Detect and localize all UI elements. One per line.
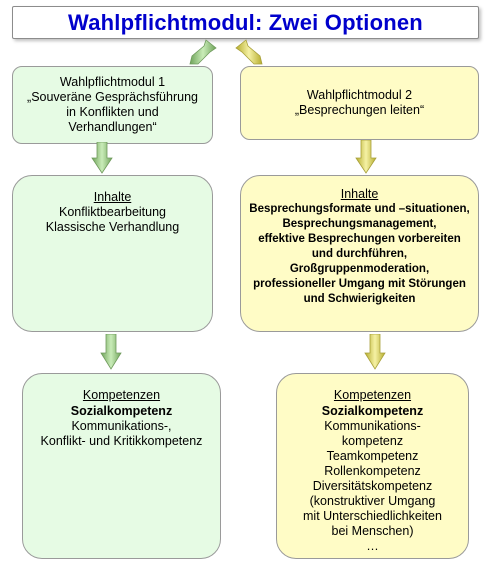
right-inhalte-line: Besprechungsmanagement, [282, 218, 437, 230]
right-inhalte-line: und durchführen, [311, 248, 408, 260]
right-kompetenzen-line: (konstruktiver Umgang [309, 494, 436, 508]
arrow-right-module-to-inhalte [355, 140, 377, 174]
left-inhalte-line: Klassische Verhandlung [45, 220, 180, 234]
right-kompetenzen-line: Rollenkompetenz [324, 464, 421, 478]
diagram-title: Wahlpflichtmodul: Zwei Optionen [68, 9, 423, 35]
right-module-box: Wahlpflichtmodul 2 „Besprechungen leiten… [240, 66, 479, 140]
right-kompetenzen-line: Kommunikations- [324, 419, 421, 433]
left-module-line: „Souveräne Gesprächsführung [27, 90, 198, 104]
right-module-line: „Besprechungen leiten“ [294, 103, 425, 117]
right-kompetenzen-line: mit Unterschiedlichkeiten [303, 509, 442, 523]
left-module-line: in Konflikten und [66, 105, 159, 119]
right-kompetenzen-bold: Sozialkompetenz [321, 404, 424, 418]
right-kompetenzen-line: … [366, 539, 379, 553]
left-kompetenzen-box: Kompetenzen Sozialkompetenz Kommunikatio… [22, 373, 221, 559]
right-inhalte-line: effektive Besprechungen vorbereiten [258, 233, 461, 245]
right-inhalte-line: professioneller Umgang mit Störungen [253, 278, 466, 290]
right-module-heading: Wahlpflichtmodul 2 [306, 88, 413, 102]
title-box: Wahlpflichtmodul: Zwei Optionen [12, 6, 479, 39]
left-inhalte-line: Konfliktbearbeitung [58, 205, 167, 219]
left-kompetenzen-heading: Kompetenzen [82, 388, 161, 402]
left-inhalte-heading: Inhalte [93, 190, 132, 204]
right-kompetenzen-line: kompetenz [341, 434, 404, 448]
right-kompetenzen-heading: Kompetenzen [333, 388, 412, 402]
right-inhalte-line: Besprechungsformate und –situationen, [249, 203, 470, 215]
arrow-title-to-right [235, 39, 263, 65]
right-inhalte-line: und Schwierigkeiten [303, 293, 416, 305]
left-module-line: Verhandlungen“ [68, 120, 157, 134]
arrow-left-inhalte-to-kompetenzen [100, 334, 122, 370]
right-kompetenzen-box: Kompetenzen Sozialkompetenz Kommunikatio… [276, 373, 469, 559]
left-module-box: Wahlpflichtmodul 1 „Souveräne Gesprächsf… [12, 66, 213, 144]
right-kompetenzen-line: bei Menschen) [331, 524, 414, 538]
arrow-right-inhalte-to-kompetenzen [364, 334, 386, 370]
left-kompetenzen-line: Kommunikations-, [71, 419, 172, 433]
right-inhalte-heading: Inhalte [340, 187, 379, 201]
left-inhalte-box: Inhalte Konfliktbearbeitung Klassische V… [12, 175, 213, 332]
right-kompetenzen-line: Diversitätskompetenz [312, 479, 433, 493]
right-inhalte-box: Inhalte Besprechungsformate und –situati… [240, 175, 479, 332]
left-kompetenzen-line: Konflikt- und Kritikkompetenz [40, 434, 203, 448]
right-inhalte-line: Großgruppenmoderation, [289, 263, 430, 275]
left-module-heading: Wahlpflichtmodul 1 [59, 75, 166, 89]
arrow-title-to-left [189, 39, 217, 65]
arrow-left-module-to-inhalte [91, 142, 113, 174]
left-kompetenzen-bold: Sozialkompetenz [70, 404, 173, 418]
right-kompetenzen-line: Teamkompetenz [326, 449, 419, 463]
